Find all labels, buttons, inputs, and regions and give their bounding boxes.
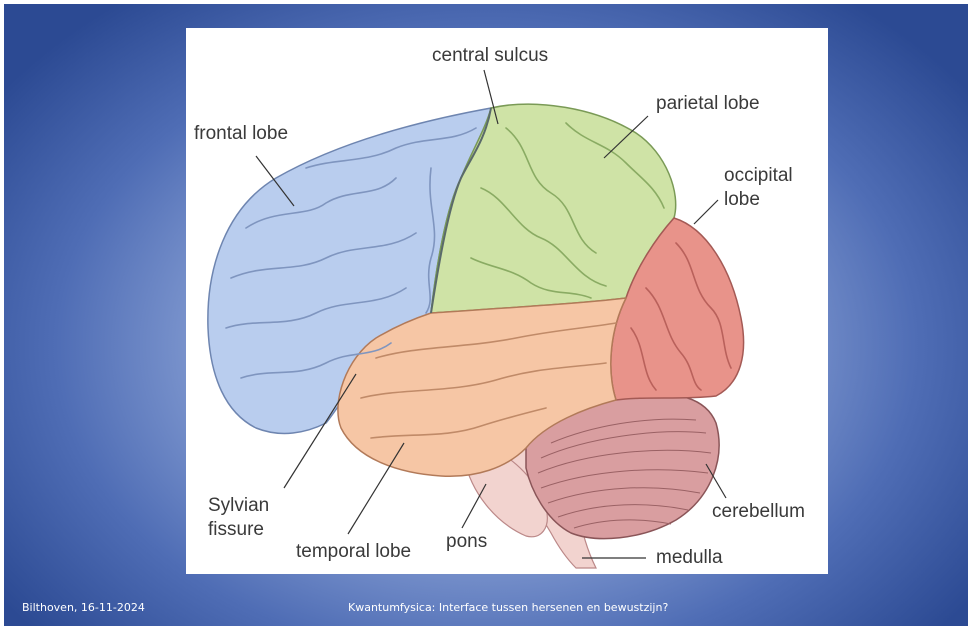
footer-presentation-title: Kwantumfysica: Interface tussen hersenen… — [348, 601, 668, 614]
label-sylvian-fissure-line1: Sylvian — [208, 494, 269, 518]
leader-occipital-lobe — [694, 200, 718, 224]
label-central-sulcus: central sulcus — [432, 44, 548, 68]
label-parietal-lobe: parietal lobe — [656, 92, 760, 116]
footer-location-date: Bilthoven, 16-11-2024 — [22, 601, 145, 614]
slide-background: central sulcus parietal lobe frontal lob… — [4, 4, 968, 626]
label-sylvian-fissure-line2: fissure — [208, 518, 264, 542]
label-frontal-lobe: frontal lobe — [194, 122, 288, 146]
label-medulla: medulla — [656, 546, 723, 570]
brain-diagram: central sulcus parietal lobe frontal lob… — [186, 28, 828, 574]
label-cerebellum: cerebellum — [712, 500, 805, 524]
label-temporal-lobe: temporal lobe — [296, 540, 411, 564]
label-occipital-lobe-line2: lobe — [724, 188, 760, 212]
leader-pons — [462, 484, 486, 528]
label-occipital-lobe-line1: occipital — [724, 164, 793, 188]
label-pons: pons — [446, 530, 487, 554]
